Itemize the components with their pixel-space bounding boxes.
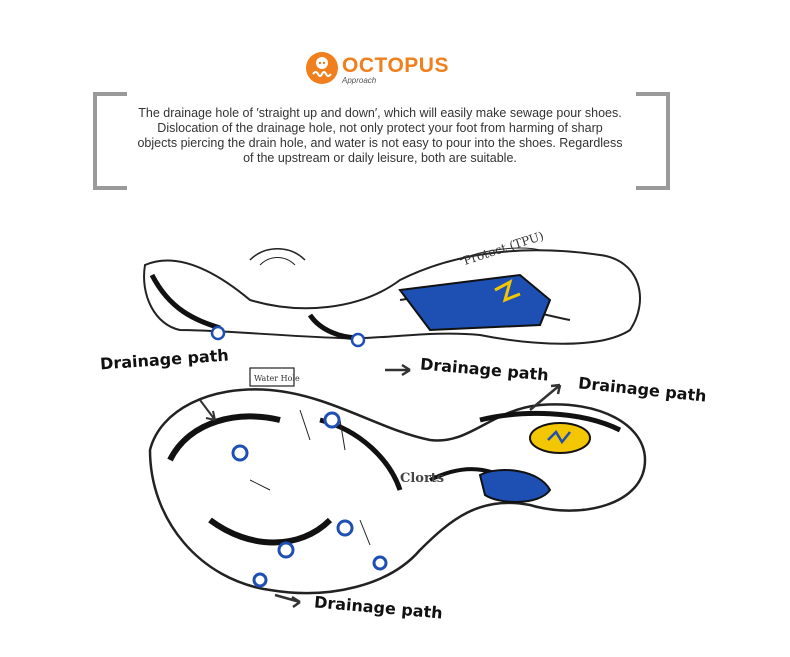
drain-hole-icon: [336, 519, 354, 537]
sole-bottom-view: [148, 388, 647, 595]
brand-subtitle: Approach: [342, 76, 377, 85]
water-hole-annotation: Water Hole: [254, 374, 300, 383]
right-bracket: [636, 92, 670, 190]
arrow-icon: [385, 363, 411, 377]
brand-name: OCTOPUS: [342, 54, 449, 77]
drain-hole-icon: [350, 332, 366, 348]
brand-mark-annotation: Clorts: [400, 471, 444, 486]
drain-hole-icon: [323, 411, 341, 429]
description-line: of the upstream or daily leisure, both a…: [243, 151, 517, 165]
brand-logo: OCTOPUS Approach: [306, 52, 456, 88]
drain-hole-icon: [252, 572, 268, 588]
drain-hole-icon: [277, 541, 295, 559]
description-line: The drainage hole of ′straight up and do…: [138, 106, 622, 120]
arrow-icon: [274, 593, 301, 609]
drain-hole-icon: [231, 444, 249, 462]
shoe-sole-sketch: Protect (TPU) Clorts Water Hole: [143, 229, 647, 609]
left-bracket: [93, 92, 127, 190]
blue-midsole-band: [398, 273, 552, 332]
description-text: The drainage hole of ′straight up and do…: [124, 106, 636, 166]
description-line: objects piercing the drain hole, and wat…: [137, 136, 623, 150]
drain-hole-icon: [372, 555, 388, 571]
drain-hole-icon: [210, 325, 226, 341]
arrow-icon: [529, 383, 562, 411]
blue-pod-icon: [478, 469, 552, 503]
octopus-logo-icon: [306, 52, 338, 84]
arrow-icon: [199, 399, 216, 421]
water-hole-tag: [249, 367, 295, 387]
description-line: Dislocation of the drainage hole, not on…: [157, 121, 603, 135]
